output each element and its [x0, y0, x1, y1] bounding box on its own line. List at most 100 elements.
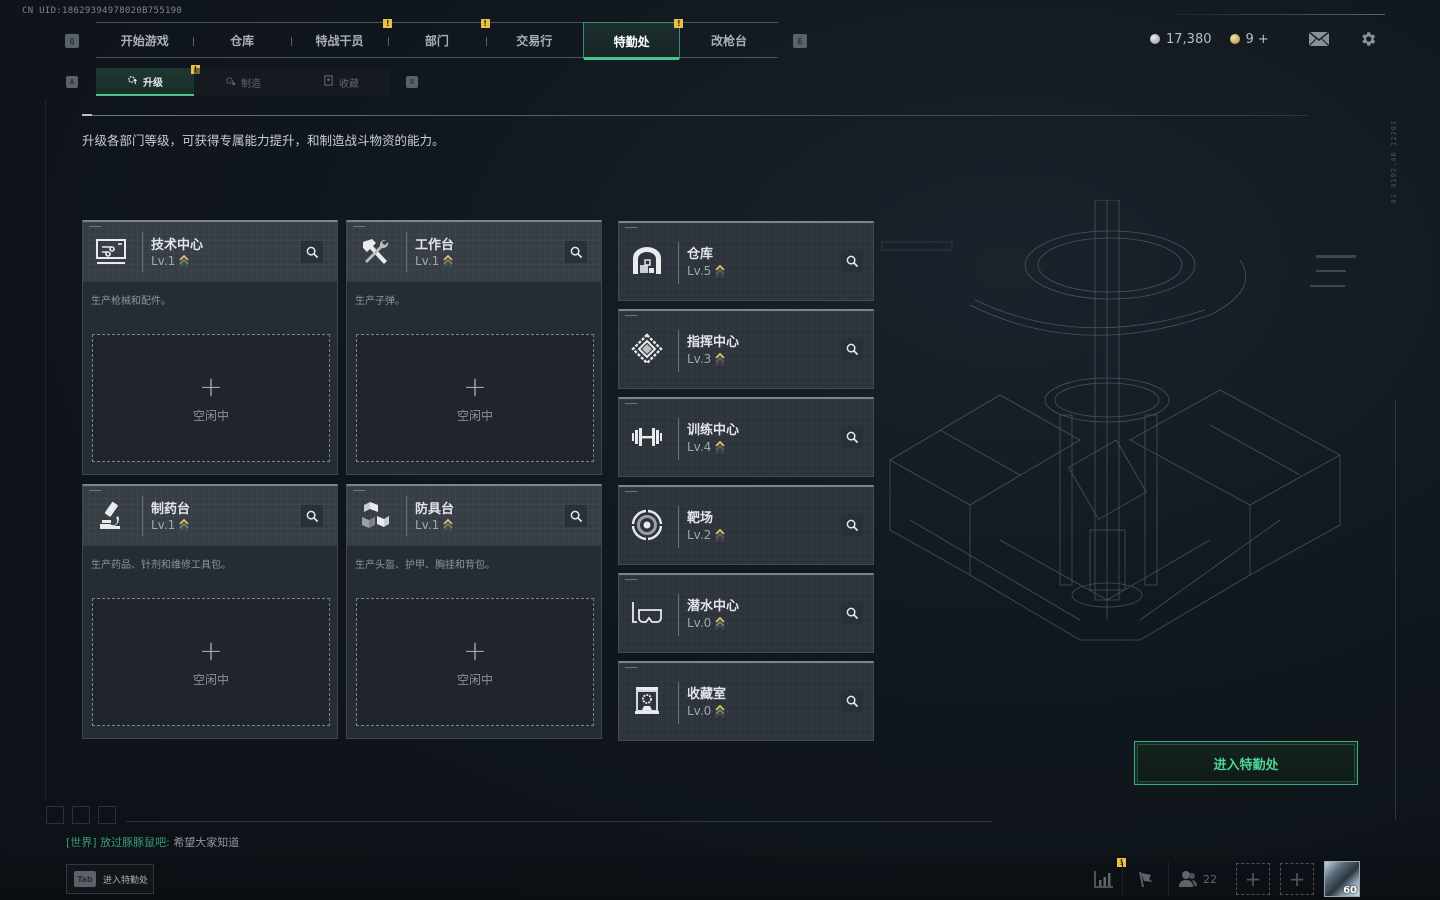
slot-status: 空闲中	[456, 672, 493, 687]
inspect-search-button[interactable]	[841, 602, 863, 624]
production-slot[interactable]: + 空闲中	[92, 598, 330, 726]
search-icon	[846, 519, 858, 531]
mail-icon[interactable]	[1308, 32, 1329, 46]
nav-next-key-e[interactable]: E	[793, 34, 807, 48]
tab-label: 特勤处	[613, 34, 650, 49]
upgrade-chevron-icon	[715, 440, 725, 454]
station-card-armor-bench[interactable]: 防具台 Lv.1 生产头盔、护甲、胸挂和背包。 + 空闲中	[346, 484, 602, 739]
header-divider	[678, 242, 679, 284]
subnav-next-key-d[interactable]: D	[406, 76, 418, 88]
subtab-upgrade[interactable]: 升级 !	[96, 65, 200, 96]
settings-gear-icon[interactable]	[1359, 30, 1377, 48]
inspect-search-button[interactable]	[565, 505, 587, 527]
subtab-label: 收藏	[339, 78, 359, 90]
header-divider	[678, 330, 679, 372]
station-card-tech-center[interactable]: 技术中心 Lv.1 生产枪械和配件。 + 空闲中	[82, 220, 338, 475]
facility-level: Lv.2	[687, 528, 725, 542]
facility-name: 仓库	[687, 247, 714, 262]
tab-key: Tab	[74, 871, 96, 887]
empty-party-slot-1[interactable]: +	[1236, 863, 1270, 895]
facility-card-shooting-range[interactable]: 靶场 Lv.2	[618, 485, 874, 565]
dumbbell-icon	[629, 419, 665, 455]
facility-card-diving-center[interactable]: 潜水中心 Lv.0	[618, 573, 874, 653]
facility-card-collection-room[interactable]: 收藏室 Lv.0	[618, 661, 874, 741]
station-level: Lv.1	[151, 254, 189, 268]
tab-label: 开始游戏	[120, 33, 169, 48]
facility-card-warehouse[interactable]: 仓库 Lv.5	[618, 221, 874, 301]
inspect-search-button[interactable]	[841, 426, 863, 448]
header-divider	[142, 232, 143, 272]
stats-button[interactable]: !	[1086, 858, 1126, 896]
left-deco-line	[45, 100, 46, 800]
decorative-mark	[89, 226, 101, 227]
subtab-collection[interactable]: 收藏	[292, 68, 390, 96]
tab-start-game[interactable]: 开始游戏	[96, 23, 193, 57]
sub-nav: 升级 ! 制造 收藏	[96, 65, 390, 96]
production-slot[interactable]: + 空闲中	[92, 334, 330, 462]
world-chat-line[interactable]: [世界] 放过豚豚鼠吧: 希望大家知道	[66, 834, 239, 850]
station-name: 制药台	[151, 502, 191, 517]
inspect-search-button[interactable]	[841, 338, 863, 360]
tab-gunsmith[interactable]: 改枪台	[680, 23, 777, 57]
tab-divider	[485, 37, 487, 46]
nav-prev-key-q[interactable]: Q	[65, 34, 79, 48]
decorative-mark	[625, 667, 637, 668]
facility-card-training-center[interactable]: 训练中心 Lv.4	[618, 397, 874, 477]
player-avatar[interactable]: 60	[1324, 861, 1360, 897]
display-case-icon	[629, 683, 665, 719]
inspect-search-button[interactable]	[841, 514, 863, 536]
tab-operators[interactable]: 特战干员!	[290, 19, 393, 57]
upgrade-chevron-icon	[715, 704, 725, 718]
inspect-search-button[interactable]	[841, 250, 863, 272]
search-icon	[570, 510, 582, 522]
inspect-search-button[interactable]	[841, 690, 863, 712]
production-slot[interactable]: + 空闲中	[356, 598, 594, 726]
upgrade-chevron-icon	[715, 264, 725, 278]
inspect-search-button[interactable]	[301, 241, 323, 263]
subtab-label: 制造	[241, 78, 261, 90]
add-plus-icon: +	[199, 633, 223, 667]
gold-amount[interactable]: 9 +	[1245, 31, 1269, 47]
facility-name: 训练中心	[687, 423, 740, 438]
level-text: Lv.2	[687, 528, 712, 542]
production-slot[interactable]: + 空闲中	[356, 334, 594, 462]
decorative-mark	[353, 490, 365, 491]
subnav-prev-key-a[interactable]: A	[66, 76, 78, 88]
decorative-squares	[46, 806, 116, 824]
facility-card-command-center[interactable]: 指挥中心 Lv.3	[618, 309, 874, 389]
upgrade-gear-icon	[127, 74, 138, 88]
empty-party-slot-2[interactable]: +	[1280, 863, 1314, 895]
facility-level: Lv.3	[687, 352, 725, 366]
tab-shortcut-hint[interactable]: Tab 进入特勤处	[66, 864, 154, 894]
bottom-right-toolbar: ! 22 + + 60	[1086, 858, 1360, 897]
chat-channel: [世界]	[66, 836, 97, 849]
header-divider	[678, 506, 679, 548]
tab-hint-label: 进入特勤处	[103, 875, 149, 886]
decorative-mark	[625, 403, 637, 404]
flag-button[interactable]	[1122, 862, 1168, 896]
friends-button[interactable]: 22	[1168, 862, 1226, 896]
tab-trading[interactable]: 交易行	[485, 23, 583, 57]
station-description: 生产药品、针剂和维修工具包。	[91, 560, 231, 571]
tab-department[interactable]: 部门!	[388, 19, 490, 57]
header-divider	[678, 594, 679, 636]
search-icon	[846, 431, 858, 443]
station-card-workbench[interactable]: 工作台 Lv.1 生产子弹。 + 空闲中	[346, 220, 602, 475]
level-text: Lv.0	[687, 616, 712, 630]
facility-level: Lv.4	[687, 440, 725, 454]
tab-divider	[388, 37, 390, 46]
subtab-craft[interactable]: 制造	[194, 68, 292, 96]
slot-status: 空闲中	[192, 672, 229, 687]
gold-coin-icon	[1229, 34, 1240, 44]
card-header: 防具台 Lv.1	[347, 486, 601, 546]
command-center-icon	[629, 331, 665, 367]
tab-warehouse[interactable]: 仓库	[193, 23, 290, 57]
tab-special-ops[interactable]: 特勤处!	[582, 19, 684, 60]
card-header: 制药台 Lv.1	[83, 486, 337, 546]
enter-special-ops-button[interactable]: 进入特勤处	[1134, 741, 1358, 785]
station-card-pharmacy[interactable]: 制药台 Lv.1 生产药品、针剂和维修工具包。 + 空闲中	[82, 484, 338, 739]
tab-label: 改枪台	[711, 33, 748, 48]
inspect-search-button[interactable]	[301, 505, 323, 527]
inspect-search-button[interactable]	[565, 241, 587, 263]
station-description: 生产头盔、护甲、胸挂和背包。	[355, 560, 495, 571]
